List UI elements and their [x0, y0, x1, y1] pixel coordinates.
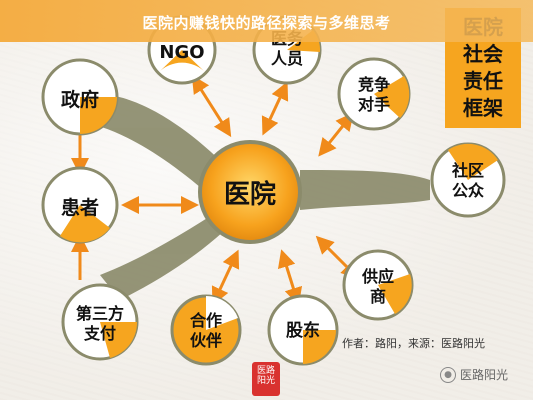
label-third-party-2: 支付 [83, 324, 116, 343]
arrows [71, 74, 360, 306]
seal-logo: 医路 阳光 [252, 362, 280, 396]
label-partner-2: 伙伴 [190, 331, 222, 350]
node-patient [41, 166, 119, 244]
center-node [198, 140, 302, 244]
label-third-party-1: 第三方 [76, 304, 124, 323]
framework-label-4: 框架 [463, 96, 503, 120]
center-label: 医院 [224, 179, 276, 210]
node-shareholder [267, 294, 339, 366]
source-caption: 作者：路阳，来源：医路阳光 [342, 337, 485, 350]
label-supplier-2: 商 [370, 287, 386, 306]
label-patient: 患者 [61, 196, 99, 219]
title-bar [0, 0, 533, 42]
wechat-icon: ● [440, 366, 456, 383]
framework-label-3: 责任 [463, 69, 503, 93]
node-supplier [342, 249, 414, 321]
label-ngo: NGO [159, 42, 204, 63]
watermark-text: 医路阳光 [460, 368, 509, 382]
label-government: 政府 [61, 88, 99, 111]
label-supplier-1: 供应 [361, 267, 394, 286]
label-community-1: 社区 [451, 161, 484, 180]
label-shareholder: 股东 [286, 320, 320, 341]
node-community [430, 142, 506, 218]
page-title: 医院内赚钱快的路径探索与多维思考 [142, 14, 391, 32]
framework-label-2: 社会 [462, 42, 503, 66]
label-medical-staff-2: 人员 [271, 49, 303, 68]
seal-line-1: 医路 [256, 366, 275, 376]
label-partner-1: 合作 [190, 311, 222, 330]
label-competitor-2: 对手 [358, 95, 390, 114]
label-competitor-1: 竞争 [358, 75, 390, 94]
watermark: ● 医路阳光 [440, 366, 508, 383]
node-competitor [337, 57, 411, 131]
label-community-2: 公众 [452, 181, 485, 200]
node-partner [170, 294, 242, 366]
node-third-party [61, 283, 139, 361]
node-government [41, 58, 119, 136]
seal-line-2: 阳光 [256, 376, 275, 386]
